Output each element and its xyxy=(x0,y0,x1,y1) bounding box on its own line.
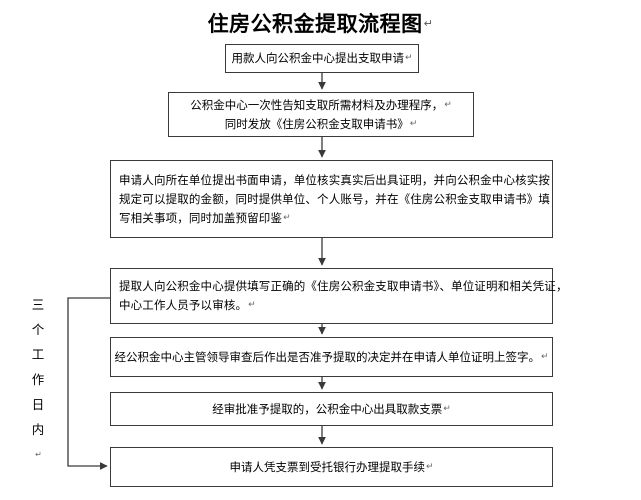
side-label-char: 日 xyxy=(31,397,45,412)
flow-node-1[interactable]: 用款人向公积金中心提出支取申请↵ xyxy=(225,44,419,73)
flow-node-line: 经公积金中心主管领导审查后作出是否准予提取的决定并在申请人单位证明上签字。↵ xyxy=(114,349,549,364)
flow-node-line: 同时发放《住房公积金支取申请书》↵ xyxy=(224,116,418,131)
page-title-text: 住房公积金提取流程图 xyxy=(207,12,423,36)
page-title: 住房公积金提取流程图↵ xyxy=(0,8,641,38)
side-label-char: 内↵ xyxy=(31,422,45,459)
return-mark-icon: ↵ xyxy=(248,300,256,310)
return-mark-icon: ↵ xyxy=(423,17,434,30)
return-mark-icon: ↵ xyxy=(283,212,291,223)
flow-node-4[interactable]: 提取人向公积金中心提供填写正确的《住房公积金支取申请书》、单位证明和相关凭证， 中… xyxy=(110,268,568,324)
flow-node-line: 用款人向公积金中心提出支取申请↵ xyxy=(231,51,413,65)
side-label-three-working-days: 三个工作日内↵ xyxy=(28,292,48,467)
flow-node-2[interactable]: 公积金中心一次性告知支取所需材料及办理程序，↵ 同时发放《住房公积金支取申请书》↵ xyxy=(168,92,474,137)
return-mark-icon: ↵ xyxy=(443,403,451,414)
flow-node-line: 规定可以提取的金额，同时提供单位、个人账号，并在《住房公积金支取申请书》填 xyxy=(119,191,551,206)
flow-node-line: 申请人凭支票到受托银行办理提取手续↵ xyxy=(229,459,434,474)
return-mark-icon: ↵ xyxy=(425,461,434,472)
flow-node-line: 申请人向所在单位提出书面申请，单位核实真实后出具证明，并向公积金中心核实按 xyxy=(119,172,551,187)
flow-node-line: 中心工作人员予以审核。↵ xyxy=(119,298,256,312)
side-label-char: 作 xyxy=(31,372,45,387)
return-mark-icon: ↵ xyxy=(35,450,42,459)
flow-node-3[interactable]: 申请人向所在单位提出书面申请，单位核实真实后出具证明，并向公积金中心核实按规定可… xyxy=(110,160,553,238)
return-mark-icon: ↵ xyxy=(409,118,418,129)
return-mark-icon: ↵ xyxy=(404,53,413,63)
flow-node-line: 写相关事项，同时加盖预留印鉴↵ xyxy=(119,210,291,225)
connector-bracket-4-7 xyxy=(67,297,110,470)
side-label-char: 三 xyxy=(31,297,45,312)
flow-node-7[interactable]: 申请人凭支票到受托银行办理提取手续↵ xyxy=(110,447,553,487)
flow-node-line: 经审批准予提取的，公积金中心出具取款支票↵ xyxy=(212,401,451,416)
flow-node-line: 提取人向公积金中心提供填写正确的《住房公积金支取申请书》、单位证明和相关凭证， xyxy=(119,279,568,293)
flow-node-6[interactable]: 经审批准予提取的，公积金中心出具取款支票↵ xyxy=(110,392,553,426)
flow-node-line: 公积金中心一次性告知支取所需材料及办理程序，↵ xyxy=(190,97,452,112)
side-label-char: 工 xyxy=(31,347,45,362)
return-mark-icon: ↵ xyxy=(540,351,549,362)
side-label-char: 个 xyxy=(31,322,45,337)
flow-node-5[interactable]: 经公积金中心主管领导审查后作出是否准予提取的决定并在申请人单位证明上签字。↵ xyxy=(110,337,553,377)
return-mark-icon: ↵ xyxy=(444,99,452,110)
